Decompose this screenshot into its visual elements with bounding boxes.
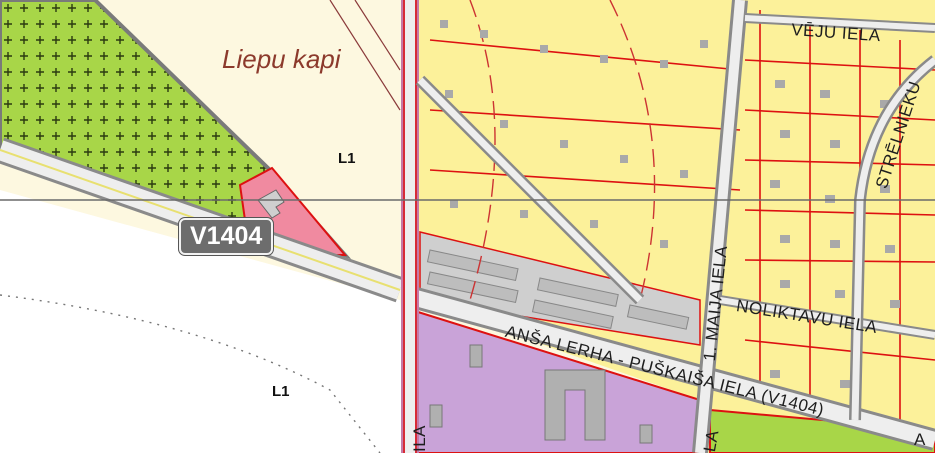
- house-markers: [440, 20, 900, 388]
- parcel-boundaries: [429, 10, 935, 420]
- building-footprint: [257, 189, 285, 219]
- road-strelnieku: [849, 55, 935, 421]
- street-label-bottom-edge: LA: [700, 428, 723, 453]
- road-noliktavu: [719, 295, 935, 340]
- road-ansa-lerha: [402, 284, 935, 451]
- industrial-blocks: [426, 249, 690, 330]
- road-maija: [692, 0, 748, 453]
- zone-label: L1: [272, 383, 290, 400]
- open-area: [0, 190, 410, 453]
- street-label-bottom-right: A: [914, 430, 926, 449]
- road-diagonal-inner: [415, 75, 645, 305]
- cemetery-paths: [329, 0, 401, 111]
- road-veju: [744, 13, 935, 33]
- zone-label: L1: [338, 150, 356, 167]
- street-label-left-edge: ILA: [410, 424, 429, 452]
- route-shield[interactable]: V1404: [179, 218, 274, 255]
- place-label: Liepu kapi: [222, 44, 341, 74]
- public-buildings: [429, 344, 653, 444]
- road-vertical-left: [401, 0, 419, 453]
